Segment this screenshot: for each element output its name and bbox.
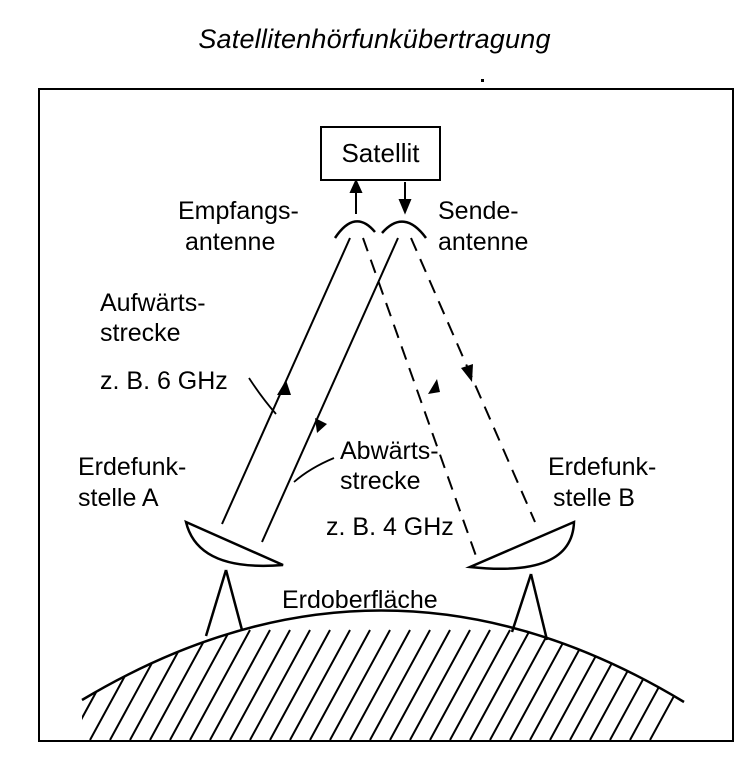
uplink-b-arrowhead <box>428 379 440 394</box>
send-antenna-label-1: Sende- <box>438 197 519 225</box>
uplink-path <box>221 237 351 525</box>
diagram-title: Satellitenhörfunkübertragung <box>198 24 551 54</box>
dish-a-icon <box>184 519 284 568</box>
satellite-box: Satellit <box>320 126 441 181</box>
surface-label: Erdoberfläche <box>282 586 438 614</box>
downlink-b-arrowhead <box>461 364 473 382</box>
downlink-frequency: z. B. 4 GHz <box>326 513 454 541</box>
station-b-label-2: stelle B <box>553 484 635 512</box>
speck-mark <box>481 79 484 82</box>
downlink-path-b <box>410 237 536 523</box>
satellite-feed-arrows <box>349 178 412 215</box>
satellite-antennas <box>333 220 428 239</box>
uplink-label-1: Aufwärts- <box>100 289 206 317</box>
leader-lines <box>248 377 335 483</box>
diagram-frame <box>38 88 734 742</box>
uplink-label-2: strecke <box>100 319 181 347</box>
downlink-label-2: strecke <box>340 467 421 495</box>
station-a-label-1: Erdefunk- <box>78 453 187 481</box>
ground-station-b <box>465 520 576 641</box>
receive-antenna-icon <box>333 220 376 239</box>
downlink-label-1: Abwärts- <box>340 437 439 465</box>
downlink-path <box>261 237 399 543</box>
receive-antenna-label-1: Empfangs- <box>178 197 299 225</box>
earth-surface <box>81 609 685 740</box>
station-a-label-2: stelle A <box>78 484 159 512</box>
station-b-label-1: Erdefunk- <box>548 453 657 481</box>
satellite-label: Satellit <box>341 138 420 168</box>
send-antenna-icon <box>381 220 428 239</box>
send-antenna-label-2: antenne <box>438 228 529 256</box>
receive-antenna-label-2: antenne <box>185 228 276 256</box>
uplink-frequency: z. B. 6 GHz <box>100 367 228 395</box>
ground-station-a <box>184 519 284 637</box>
dish-b-icon <box>465 520 576 571</box>
uplink-path-b <box>362 237 477 557</box>
